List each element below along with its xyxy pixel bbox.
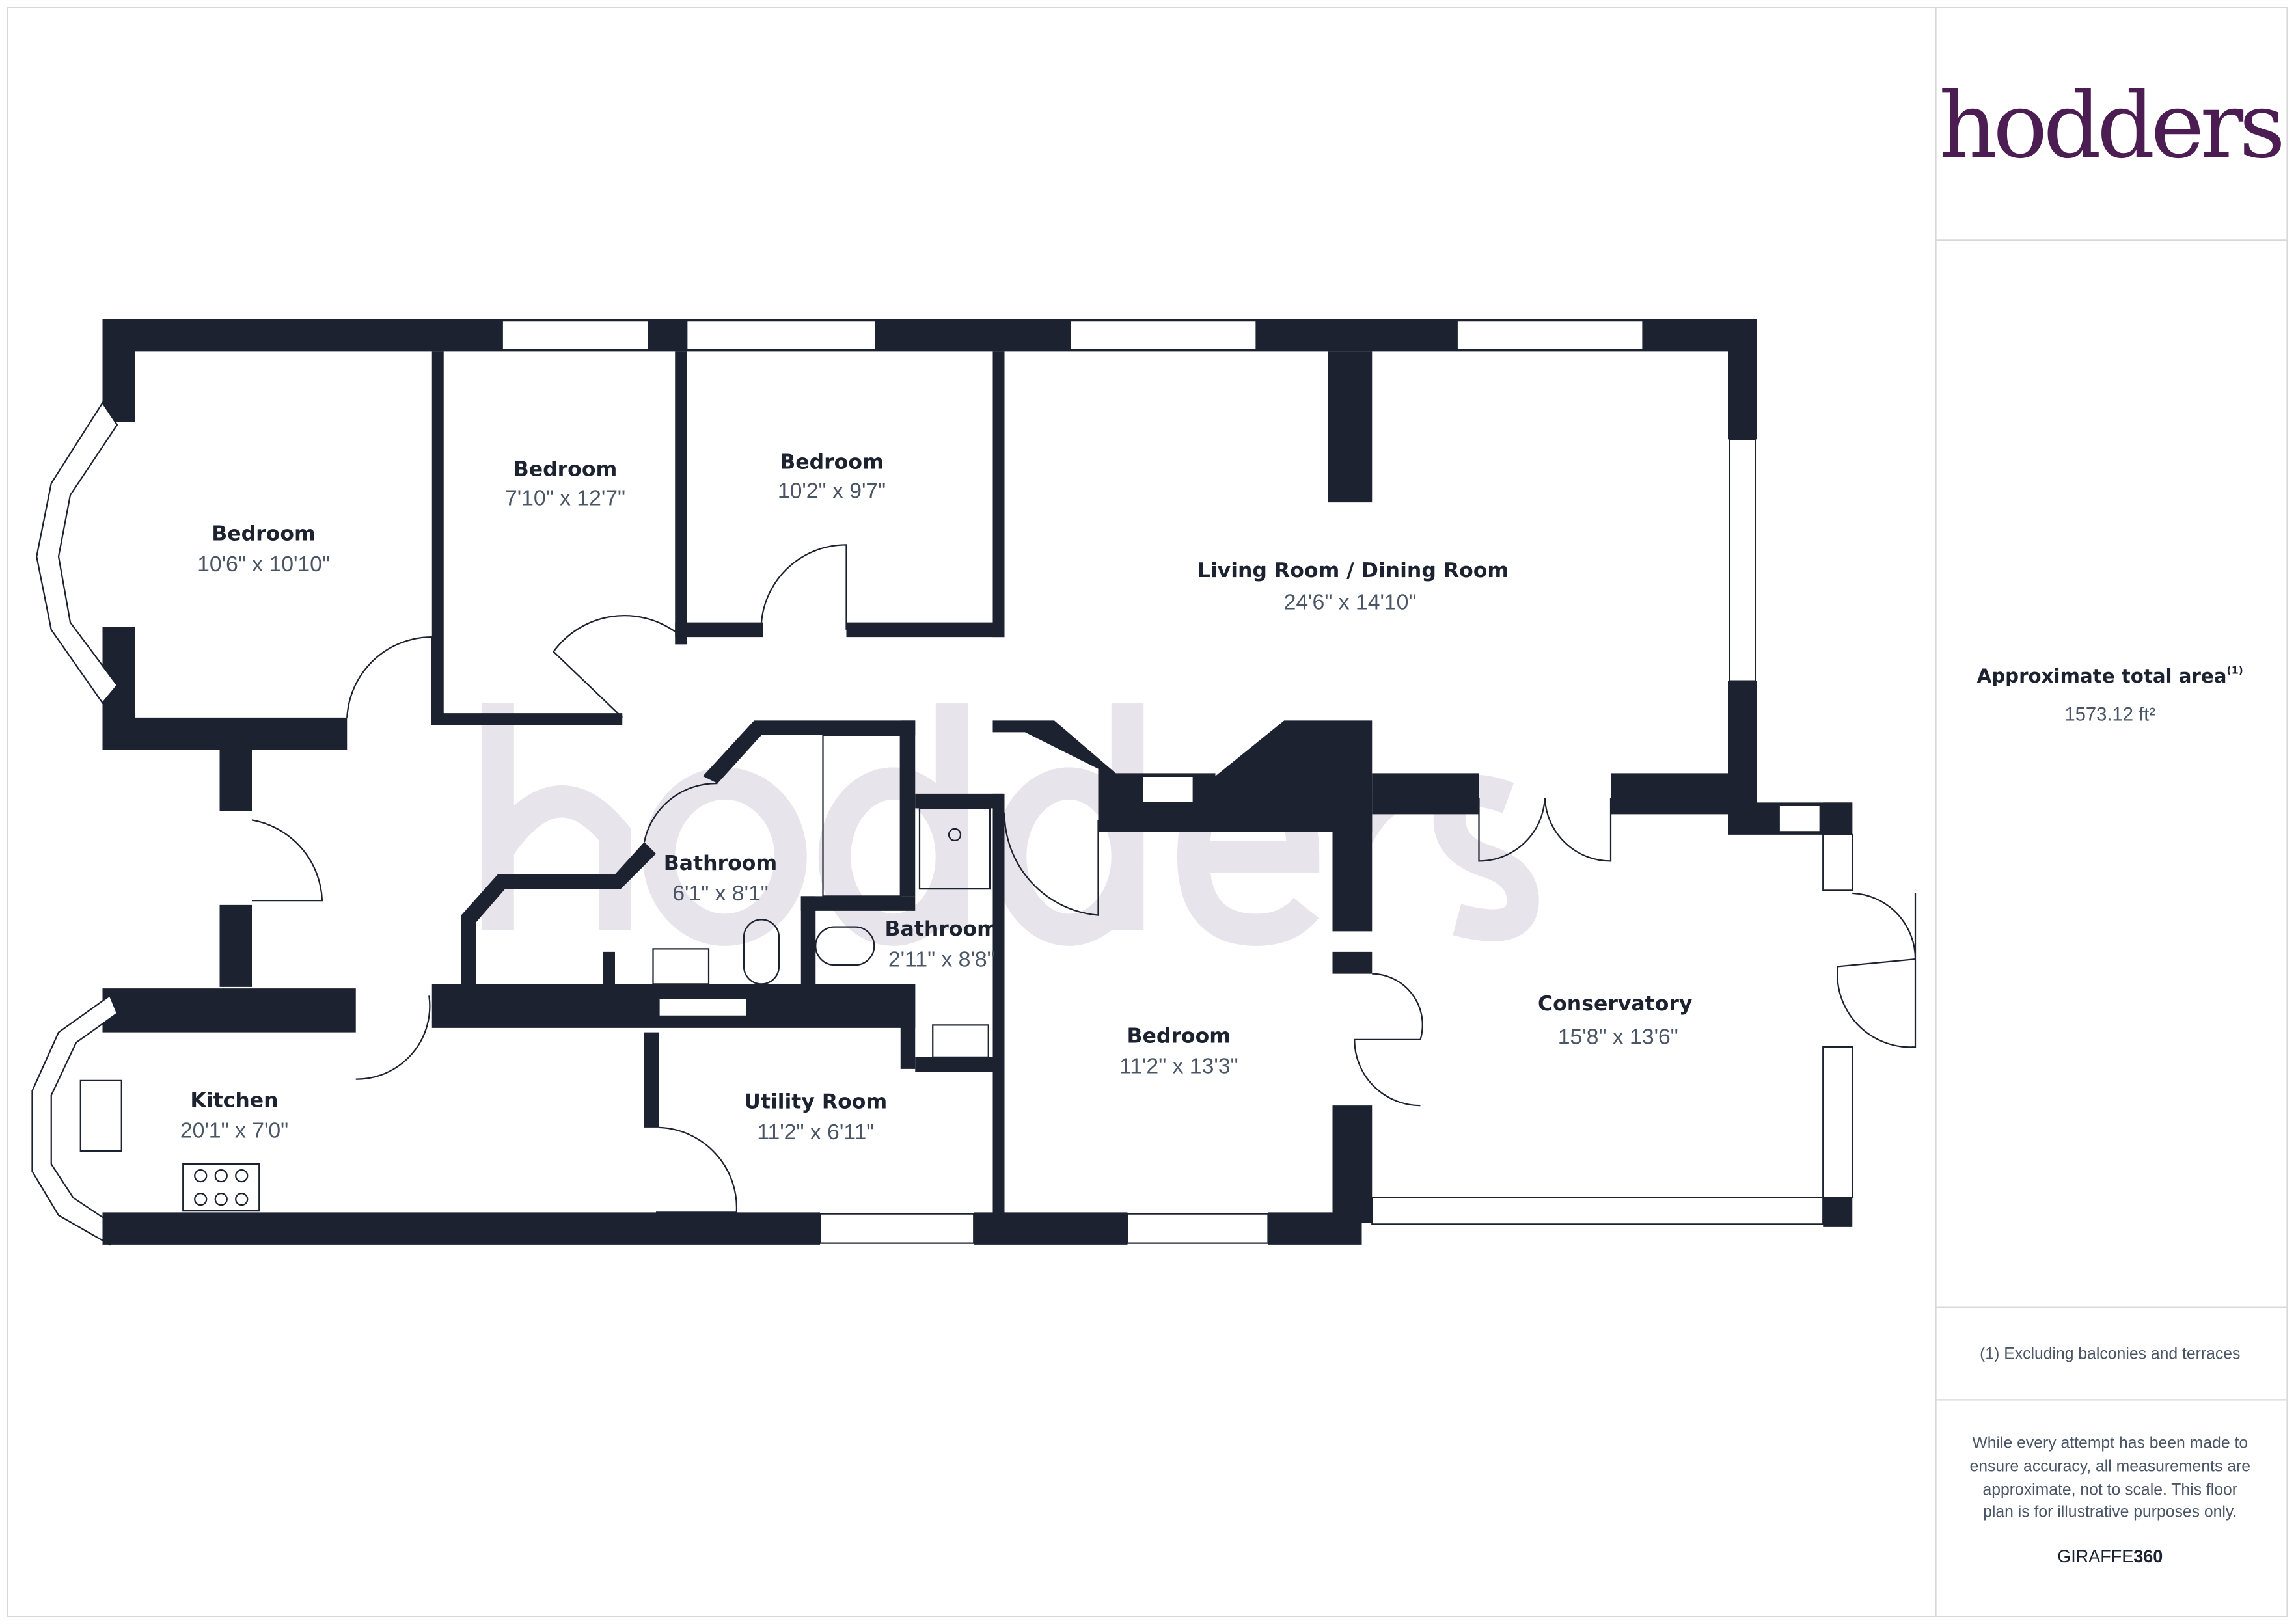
disclaimer-line: plan is for illustrative purposes only. [1983, 1503, 2237, 1521]
room-dimensions: 20'1" x 7'0" [180, 1118, 288, 1143]
room-name: Utility Room [744, 1090, 887, 1114]
area-label: Approximate total area [1977, 665, 2227, 687]
room-dimensions: 10'2" x 9'7" [778, 478, 886, 503]
disclaimer-line: ensure accuracy, all measurements are [1970, 1458, 2250, 1476]
room-name: Bathroom [885, 917, 998, 941]
credit-logo: GIRAFFE360 [2057, 1547, 2163, 1566]
info-panel: hodders Approximate total area(1) 1573.1… [1939, 73, 2286, 1566]
room-labels: Bedroom 10'6" x 10'10" Bedroom 7'10" x 1… [180, 450, 1693, 1144]
area-note-mark: (1) [2227, 664, 2243, 676]
room-dimensions: 15'8" x 13'6" [1558, 1025, 1678, 1049]
room-name: Bedroom [212, 522, 316, 546]
room-name: Kitchen [190, 1089, 278, 1112]
room-dimensions: 7'10" x 12'7" [505, 486, 625, 511]
room-dimensions: 24'6" x 14'10" [1284, 589, 1417, 614]
area-heading: Approximate total area(1) [1977, 664, 2243, 687]
room-dimensions: 11'2" x 6'11" [757, 1120, 874, 1144]
room-name: Bedroom [780, 450, 884, 474]
room-name: Bedroom [1127, 1024, 1231, 1048]
disclaimer-line: While every attempt has been made to [1972, 1435, 2248, 1452]
room-name: Conservatory [1538, 992, 1692, 1016]
room-dimensions: 2'11" x 8'8" [888, 947, 995, 971]
footnote: (1) Excluding balconies and terraces [1980, 1345, 2240, 1362]
disclaimer-line: approximate, not to scale. This floor [1982, 1482, 2237, 1499]
room-name: Living Room / Dining Room [1197, 559, 1509, 582]
room-dimensions: 6'1" x 8'1" [672, 881, 769, 906]
room-name: Bedroom [513, 458, 618, 481]
walls [31, 319, 1917, 1246]
brand-logo: hodders [1939, 73, 2281, 178]
room-dimensions: 11'2" x 13'3" [1119, 1054, 1238, 1079]
room-dimensions: 10'6" x 10'10" [197, 552, 330, 576]
credit-logo-a: GIRAFFE [2057, 1547, 2133, 1566]
area-value: 1573.12 ft² [2064, 704, 2155, 725]
room-name: Bathroom [664, 852, 777, 875]
credit-logo-b: 360 [2133, 1547, 2163, 1566]
